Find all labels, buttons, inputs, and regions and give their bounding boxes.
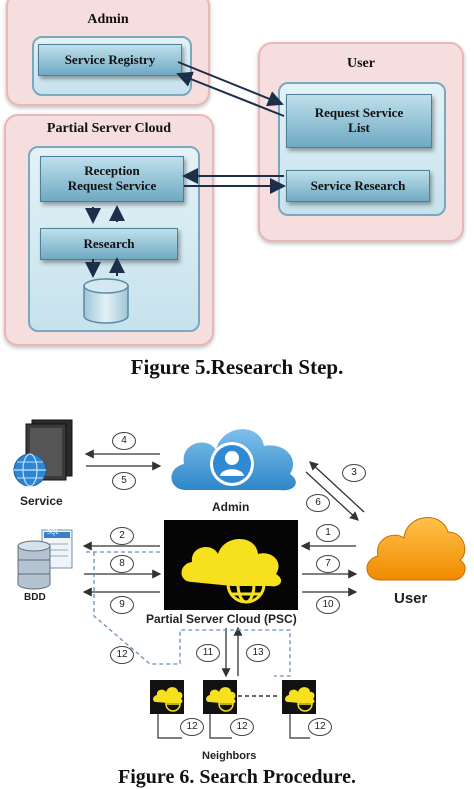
step-6-badge: 6	[306, 494, 330, 512]
loop-12-c	[289, 714, 310, 739]
psc-panel-title: Partial Server Cloud	[46, 121, 172, 136]
user-panel-title: User	[347, 56, 375, 71]
arrow-registry-to-request-list	[177, 61, 284, 107]
bdd-label: BDD	[24, 592, 46, 603]
admin-cloud-icon	[171, 429, 296, 491]
request-service-list-box: Request Service List	[286, 94, 432, 148]
psc-label: Partial Server Cloud (PSC)	[146, 612, 297, 626]
step-12-badge: 12	[230, 718, 254, 736]
psc-panel: Partial Server Cloud Reception Request S…	[4, 114, 214, 346]
arrow-request-list-to-registry	[176, 71, 285, 117]
step-13-badge: 13	[246, 644, 270, 662]
reception-line-2: Request Service	[67, 178, 157, 193]
arrow-step-3	[309, 461, 365, 513]
loop-12-b	[209, 714, 232, 739]
fig6-arrows	[82, 449, 365, 739]
step-5-badge: 5	[112, 472, 136, 490]
step-12-badge: 12	[308, 718, 332, 736]
service-research-box: Service Research	[286, 170, 430, 202]
user-label: User	[394, 590, 428, 607]
psc-cloud-globe-icon	[181, 539, 282, 604]
neighbors-label: Neighbors	[202, 750, 257, 762]
user-cloud-icon	[366, 517, 466, 581]
request-list-line-1: Request Service	[314, 105, 404, 121]
step-12-badge: 12	[110, 646, 134, 664]
bdd-database-icon	[17, 529, 73, 590]
reception-request-service-box: Reception Request Service	[40, 156, 184, 202]
user-panel: User Request Service List Service Resear…	[258, 42, 464, 242]
service-registry-box: Service Registry	[38, 44, 182, 76]
step-4-badge: 4	[112, 432, 136, 450]
admin-label: Admin	[212, 500, 250, 514]
step-10-badge: 10	[316, 596, 340, 614]
admin-panel-title: Admin	[87, 12, 129, 27]
step-9-badge: 9	[110, 596, 134, 614]
service-server-icon	[13, 419, 73, 487]
database-icon	[83, 278, 129, 324]
service-label: Service	[20, 494, 63, 508]
admin-panel: Admin Service Registry	[6, 0, 210, 106]
step-1-badge: 1	[316, 524, 340, 542]
loop-12-a	[157, 714, 182, 739]
request-list-line-2: List	[348, 120, 370, 135]
sql-doc-label: SQL	[47, 530, 60, 536]
step-12-badge: 12	[180, 718, 204, 736]
step-2-badge: 2	[110, 527, 134, 545]
dashed-neighborhood-boundary	[93, 552, 291, 677]
fig5-arrows	[85, 61, 286, 278]
neighbor-cloud-icons	[153, 687, 315, 712]
figure-6-caption: Figure 6. Search Procedure.	[118, 766, 356, 788]
step-8-badge: 8	[110, 555, 134, 573]
step-7-badge: 7	[316, 555, 340, 573]
arrow-step-6	[305, 471, 359, 521]
figure-5-caption: Figure 5.Research Step.	[130, 355, 344, 379]
step-3-badge: 3	[342, 464, 366, 482]
step-11-badge: 11	[196, 644, 220, 662]
reception-line-1: Reception	[84, 163, 140, 179]
